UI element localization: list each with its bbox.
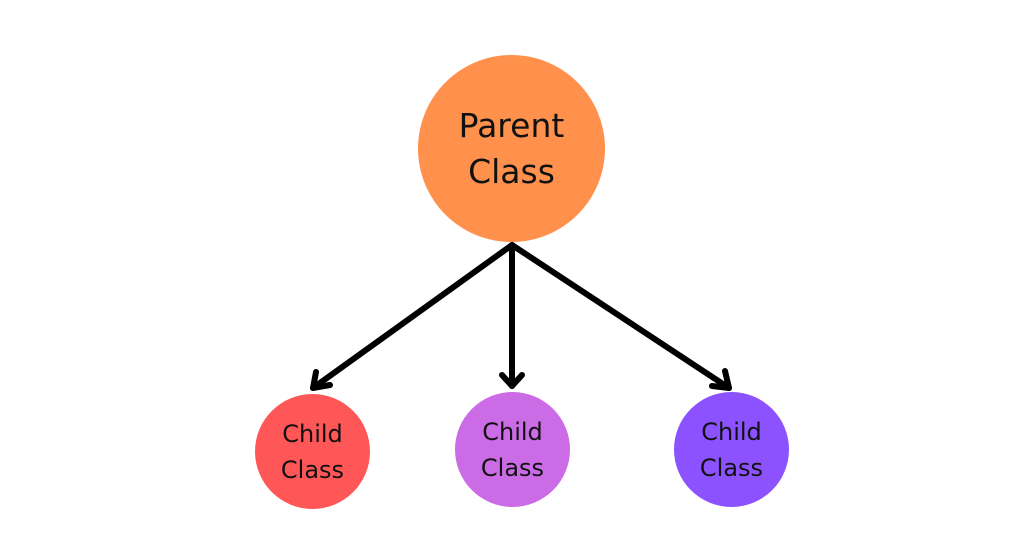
arrow-to-child-1 bbox=[310, 242, 515, 391]
arrowhead-child-3 bbox=[709, 368, 732, 391]
child-class-2-label-line1: Child bbox=[482, 417, 543, 446]
child-class-node-3: Child Class bbox=[674, 392, 789, 507]
child-class-3-label-line1: Child bbox=[701, 417, 762, 446]
child-class-1-label-line1: Child bbox=[282, 419, 343, 448]
parent-class-node: Parent Class bbox=[418, 55, 605, 242]
child-class-node-1: Child Class bbox=[255, 394, 370, 509]
arrow-to-child-3 bbox=[509, 242, 732, 391]
arrowhead-child-1 bbox=[310, 369, 333, 391]
child-class-node-2: Child Class bbox=[455, 392, 570, 507]
parent-class-label-line2: Class bbox=[468, 151, 555, 191]
child-class-3-label-line2: Class bbox=[699, 453, 764, 482]
child-class-2-label-line2: Class bbox=[480, 453, 545, 482]
parent-class-label-line1: Parent bbox=[458, 105, 565, 145]
arrowhead-child-2 bbox=[499, 372, 525, 389]
child-class-1-label-line2: Class bbox=[280, 455, 345, 484]
